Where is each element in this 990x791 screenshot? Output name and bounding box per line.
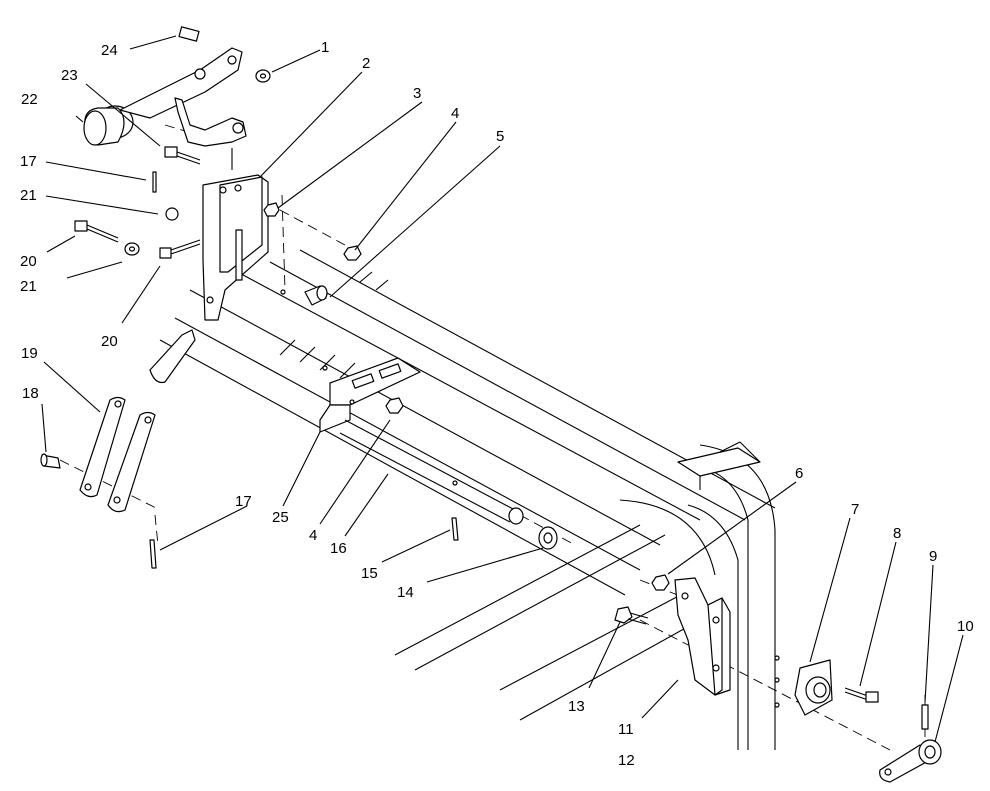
side-plate-part-11: [674, 577, 731, 696]
callout-15: 15: [361, 565, 378, 582]
callout-22: 22: [21, 91, 38, 108]
frame-tube: [159, 249, 776, 596]
bracket-part-25: [319, 357, 421, 433]
washer-part-14: [538, 526, 558, 550]
center-lines: [59, 124, 926, 751]
callout-9: 9: [929, 548, 937, 565]
shaft-part-16: [339, 419, 524, 525]
callout-25: 25: [272, 509, 289, 526]
lever-arm-assembly: [119, 47, 247, 147]
cotter-pin-part-15: [451, 517, 459, 541]
frame-lower: [394, 524, 701, 721]
frame-holes: [280, 289, 780, 708]
washer-part-21-upper: [165, 207, 179, 221]
callout-13: 13: [568, 698, 585, 715]
callout-1: 1: [321, 39, 329, 56]
bolt-part-20-lower: [159, 239, 201, 259]
callout-19: 19: [21, 345, 38, 362]
washer-part-1: [255, 69, 271, 83]
callout-11: 11: [618, 721, 634, 738]
nut-part-6: [651, 574, 670, 591]
cotter-pin-part-17-upper: [152, 171, 157, 193]
bolt-part-8: [844, 687, 879, 703]
callout-8: 8: [893, 525, 901, 542]
bolt-part-23: [164, 146, 201, 165]
callout-24: 24: [101, 42, 118, 59]
bolt-part-13: [614, 606, 649, 625]
callout-10: 10: [957, 618, 974, 635]
callout-16: 16: [330, 540, 347, 557]
knob-part-22: [83, 105, 134, 146]
nut-part-3: [263, 202, 280, 217]
leader-lines: [41, 35, 964, 743]
callout-20-lower: 20: [101, 333, 118, 350]
bolt-part-20-upper: [74, 220, 119, 243]
pin-part-5: [304, 285, 328, 306]
callout-23: 23: [61, 67, 78, 84]
callout-5: 5: [496, 128, 504, 145]
washer-part-21-lower: [124, 242, 140, 256]
roll-pin-part-9: [921, 704, 929, 730]
callout-3: 3: [413, 85, 421, 102]
callout-20-upper: 20: [20, 253, 37, 270]
callout-7: 7: [851, 501, 859, 518]
callout-14: 14: [397, 584, 414, 601]
callout-21-upper: 21: [20, 187, 37, 204]
mount-plate-part-2: [202, 148, 269, 321]
frame-hatching: [279, 271, 389, 379]
callout-12: 12: [618, 752, 635, 769]
callout-labels: 1 2 3 4 5 6 7 8 9 10 11 12 13 14 15 16 4…: [20, 39, 974, 769]
pin-part-24: [178, 26, 200, 42]
cotter-pin-part-17-lower: [149, 539, 157, 569]
callout-18: 18: [22, 385, 39, 402]
nut-part-4-lower: [385, 397, 404, 414]
pin-part-18: [40, 453, 61, 469]
nut-part-4-upper: [343, 245, 362, 261]
frame-upper-bracket: [677, 441, 761, 490]
bearing-part-7: [794, 659, 833, 716]
link-part-19: [79, 396, 156, 513]
callout-4-lower: 4: [309, 527, 317, 544]
callout-6: 6: [795, 465, 803, 482]
callout-4-upper: 4: [451, 105, 459, 122]
callout-17-lower: 17: [235, 493, 252, 510]
tab-part-19-upper: [149, 329, 196, 384]
collar-part-10: [879, 739, 942, 783]
callout-21-lower: 21: [20, 278, 37, 295]
callout-2: 2: [362, 55, 370, 72]
callout-17-upper: 17: [20, 153, 37, 170]
